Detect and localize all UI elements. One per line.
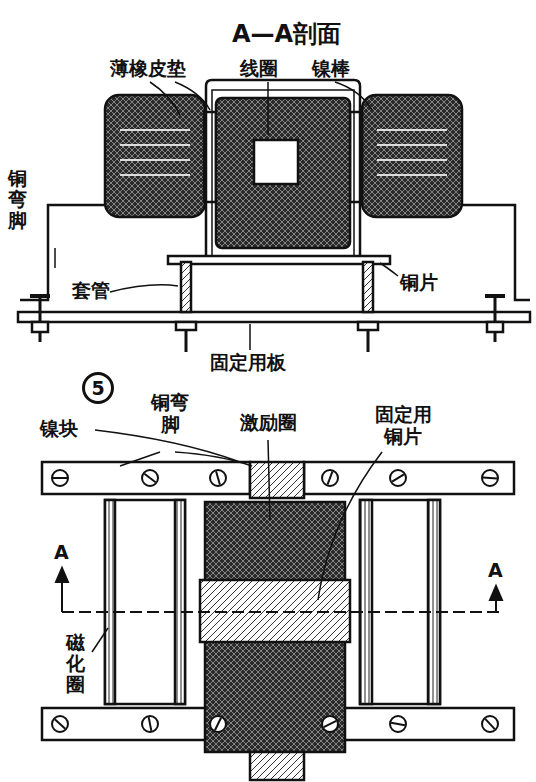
section-view bbox=[186, 322, 368, 352]
section-line bbox=[56, 568, 502, 612]
section-view bbox=[358, 322, 378, 330]
plan-view bbox=[304, 462, 514, 494]
section-view bbox=[212, 90, 354, 258]
section-view bbox=[462, 205, 530, 300]
screw bbox=[52, 716, 68, 732]
section-view bbox=[40, 296, 495, 342]
screw bbox=[483, 477, 497, 478]
screw bbox=[55, 719, 65, 728]
part-label: 套管 bbox=[72, 280, 110, 302]
leader-line bbox=[120, 452, 160, 466]
screw bbox=[392, 474, 404, 481]
part-label: 磁化圈 bbox=[66, 632, 85, 695]
screw bbox=[482, 716, 498, 732]
leader-line bbox=[150, 82, 180, 115]
leader-line bbox=[55, 82, 398, 350]
screw bbox=[52, 470, 498, 732]
screw bbox=[149, 717, 152, 731]
part-label: 铜弯脚 bbox=[148, 392, 192, 436]
plan-view bbox=[360, 500, 440, 704]
section-view bbox=[254, 140, 298, 184]
part-label: 薄橡皮垫 bbox=[110, 58, 186, 80]
screw bbox=[215, 718, 221, 731]
screw bbox=[210, 716, 226, 732]
part-label: 铜片 bbox=[400, 272, 438, 294]
screw bbox=[52, 470, 68, 486]
section-view bbox=[487, 322, 503, 332]
leader-line bbox=[92, 628, 108, 652]
screw bbox=[327, 471, 332, 484]
screw bbox=[142, 716, 158, 732]
section-view bbox=[176, 322, 196, 330]
plan-view bbox=[42, 462, 250, 494]
leader-line bbox=[92, 430, 382, 652]
section-view bbox=[181, 262, 191, 312]
plan-view bbox=[250, 752, 304, 780]
part-label: 固定用铜片 bbox=[372, 404, 434, 448]
section-view bbox=[18, 80, 530, 352]
section-view bbox=[18, 312, 530, 322]
leader-line bbox=[267, 82, 269, 135]
part-label: 镍棒 bbox=[312, 58, 350, 80]
section-view bbox=[120, 130, 190, 175]
section-view bbox=[32, 322, 48, 332]
screw bbox=[485, 719, 495, 729]
leader-line bbox=[110, 285, 178, 292]
screw bbox=[210, 470, 226, 486]
section-line bbox=[62, 570, 496, 612]
section-line bbox=[56, 568, 502, 600]
section-view bbox=[363, 262, 373, 312]
leader-line bbox=[335, 82, 372, 110]
screw bbox=[53, 477, 67, 479]
screw bbox=[324, 721, 336, 727]
leader-line bbox=[175, 452, 252, 466]
section-marker: A bbox=[54, 542, 69, 564]
leader-line bbox=[175, 82, 210, 110]
section-title: A—A剖面 bbox=[232, 18, 341, 50]
section-view bbox=[105, 95, 205, 217]
plan-view bbox=[105, 500, 115, 704]
part-label: 铜弯脚 bbox=[8, 168, 27, 231]
section-view bbox=[168, 256, 390, 264]
leader-line bbox=[249, 324, 251, 350]
screw bbox=[322, 470, 338, 486]
leader-line bbox=[268, 440, 270, 520]
section-marker: A bbox=[488, 560, 503, 582]
screw bbox=[322, 716, 338, 732]
plan-view bbox=[250, 462, 304, 498]
part-label: 线圈 bbox=[240, 58, 278, 80]
screw bbox=[391, 723, 405, 725]
leader-line bbox=[380, 263, 398, 276]
section-line bbox=[62, 611, 500, 613]
section-view bbox=[377, 130, 447, 175]
screw bbox=[390, 470, 406, 486]
part-label: 固定用板 bbox=[210, 352, 286, 374]
plan-view bbox=[105, 500, 185, 704]
screw bbox=[142, 470, 158, 486]
plan-view bbox=[428, 500, 440, 704]
section-view bbox=[206, 80, 360, 258]
section-view bbox=[362, 95, 462, 217]
screw bbox=[216, 471, 220, 484]
figure-number: 5 bbox=[82, 372, 114, 404]
screw bbox=[144, 474, 155, 482]
plan-view bbox=[360, 500, 372, 704]
screw bbox=[390, 716, 406, 732]
plan-view bbox=[175, 500, 185, 704]
screw bbox=[482, 470, 498, 486]
part-label: 镍块 bbox=[40, 418, 78, 440]
plan-view bbox=[42, 462, 514, 780]
leader-line bbox=[54, 248, 56, 268]
leader-line bbox=[318, 452, 382, 600]
part-label: 激励圈 bbox=[240, 412, 297, 434]
section-view bbox=[216, 98, 350, 248]
